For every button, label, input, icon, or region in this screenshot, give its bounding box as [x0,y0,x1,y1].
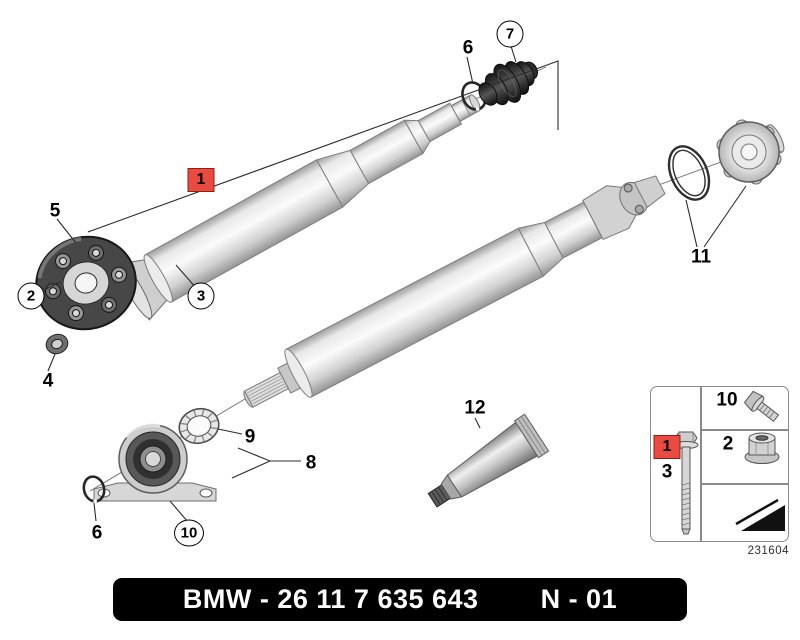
callout-3[interactable]: 3 [187,282,215,310]
companion-flange [716,119,785,185]
callout-12[interactable]: 12 [464,397,486,419]
seal-ring [667,145,711,201]
callout-10[interactable]: 10 [174,519,204,547]
callout-8[interactable]: 8 [305,452,317,474]
grease-tube [427,413,550,508]
inset-callout-3[interactable]: 3 [661,461,673,483]
centering-bushing [45,333,69,355]
inset-divider-h1 [700,429,788,431]
bolt-long-icon [673,431,699,535]
rear-shaft [243,175,666,408]
inset-callout-2[interactable]: 2 [722,433,734,455]
part-number: BMW - 26 11 7 635 643 [182,584,479,614]
wedge-icon [735,498,785,531]
page-code: N - 01 [540,584,618,614]
part-number-banner: BMW - 26 11 7 635 643 N - 01 [113,578,687,621]
inset-divider-h2 [700,483,788,485]
callout-4[interactable]: 4 [42,370,54,392]
flange-nut-icon [744,432,780,464]
diagram-code: 231604 [747,545,789,557]
callout-6-top[interactable]: 6 [462,37,474,59]
flex-disc [35,235,137,331]
callout-6-bottom[interactable]: 6 [91,522,103,544]
needle-bearing [178,407,220,445]
leader-lines [43,42,747,523]
callout-1[interactable]: 1 [187,168,215,192]
callout-2[interactable]: 2 [17,282,45,310]
front-shaft [109,94,481,321]
inset-callout-10[interactable]: 10 [716,389,738,411]
inset-callout-1[interactable]: 1 [653,435,681,459]
callout-9[interactable]: 9 [244,426,256,448]
fastener-inset-panel: 1 3 10 2 [650,386,789,542]
callout-11[interactable]: 11 [690,246,712,268]
flange-bolt-icon [743,390,780,423]
snap-ring-bottom [82,475,106,503]
center-bearing-mount [93,423,217,502]
callout-5[interactable]: 5 [49,200,61,222]
callout-7[interactable]: 7 [496,20,524,48]
inset-divider-vertical [700,387,702,541]
